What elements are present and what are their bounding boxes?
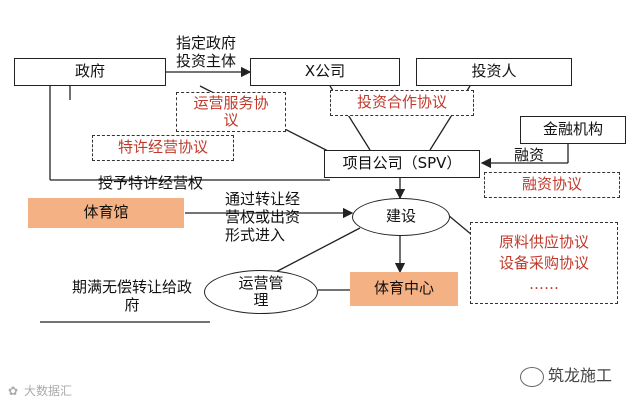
financial-institution-box: 金融机构 <box>520 116 626 144</box>
financing-agreement: 融资协议 <box>484 172 620 198</box>
watermark-logo-icon: ✿ <box>8 384 19 398</box>
gymnasium-box: 体育馆 <box>28 198 184 228</box>
construction-ellipse: 建设 <box>352 198 450 236</box>
government-box: 政府 <box>14 58 166 86</box>
chat-bubble-icon <box>520 366 544 387</box>
grant-franchise-label: 授予特许经营权 <box>98 174 204 192</box>
transfer-in-label: 通过转让经 营权或出资 形式进入 <box>225 190 301 244</box>
construction-to-operation <box>269 227 361 276</box>
operation-management-label: 运营管 理 <box>238 273 284 309</box>
operation-service-agreement: 运营服务协 议 <box>176 92 286 132</box>
gymnasium-label: 体育馆 <box>83 203 129 222</box>
construction-label: 建设 <box>385 207 416 226</box>
franchise-agreement: 特许经营协议 <box>92 135 234 161</box>
financing-flow-label: 融资 <box>514 146 545 164</box>
x-company-box: X公司 <box>250 58 400 86</box>
operation-management-ellipse: 运营管 理 <box>204 270 318 314</box>
expiry-transfer-label: 期满无偿转让给政 府 <box>71 278 192 314</box>
sports-center-label: 体育中心 <box>373 279 434 298</box>
financial-institution-label: 金融机构 <box>542 120 603 139</box>
government-label: 政府 <box>74 62 105 81</box>
spv-label: 项目公司（SPV） <box>342 154 462 173</box>
corner-watermark: ✿大数据汇 <box>8 384 73 398</box>
brand-watermark: 筑龙施工 <box>520 362 612 387</box>
x-company-label: X公司 <box>304 62 346 81</box>
spv-box: 项目公司（SPV） <box>324 150 480 178</box>
investor-box: 投资人 <box>416 58 572 86</box>
investment-cooperation-agreement: 投资合作协议 <box>330 90 474 116</box>
investor-label: 投资人 <box>471 62 517 81</box>
designate-investor-label: 指定政府 投资主体 <box>175 34 236 70</box>
supply-procurement-agreements: 原料供应协议 设备采购协议 …… <box>470 222 618 304</box>
sports-center-box: 体育中心 <box>350 272 458 306</box>
